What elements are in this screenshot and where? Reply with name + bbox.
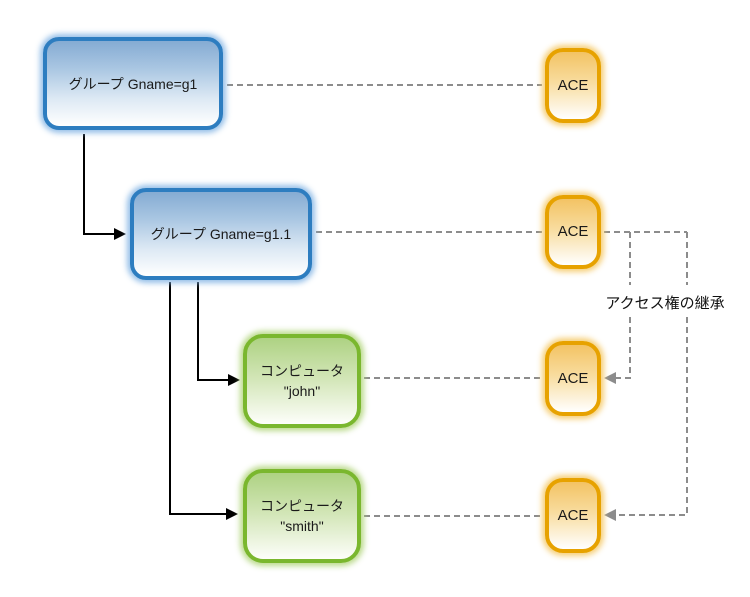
tree-line-g1.1-to-smith: [169, 282, 226, 515]
arrowhead-john: [228, 374, 240, 386]
node-ace-1-label: ACE: [557, 76, 589, 94]
node-computer-smith: コンピュータ "smith": [243, 469, 361, 563]
node-group-g1.1: グループ Gname=g1.1: [130, 188, 312, 280]
node-group-g1: グループ Gname=g1: [43, 37, 223, 130]
node-ace-4-label: ACE: [557, 506, 589, 524]
node-computer-john: コンピュータ "john": [243, 334, 361, 428]
inheritance-annotation: アクセス権の継承: [580, 292, 750, 313]
arrowhead-ace3-inherit: [604, 372, 616, 384]
node-computer-smith-line1: コンピュータ: [260, 498, 344, 514]
node-group-g1-label: グループ Gname=g1: [68, 75, 198, 92]
arrowhead-smith: [226, 508, 238, 520]
node-ace-2: ACE: [545, 195, 601, 269]
node-ace-3-label: ACE: [557, 369, 589, 387]
tree-line-g1-to-g1.1: [83, 134, 114, 235]
arrowhead-g1.1: [114, 228, 126, 240]
arrowhead-ace4-inherit: [604, 509, 616, 521]
tree-line-g1.1-to-john: [197, 282, 228, 381]
inheritance-drop-1-lower: [616, 317, 631, 379]
node-ace-3: ACE: [545, 341, 601, 416]
node-group-g1.1-label: グループ Gname=g1.1: [150, 226, 292, 242]
node-ace-1: ACE: [545, 48, 601, 123]
node-computer-john-line1: コンピュータ: [260, 363, 344, 379]
node-computer-smith-line2: "smith": [280, 518, 324, 534]
inheritance-drop-2-lower: [616, 317, 688, 516]
node-ace-4: ACE: [545, 478, 601, 553]
node-computer-john-line2: "john": [283, 383, 321, 399]
node-ace-2-label: ACE: [557, 223, 589, 240]
